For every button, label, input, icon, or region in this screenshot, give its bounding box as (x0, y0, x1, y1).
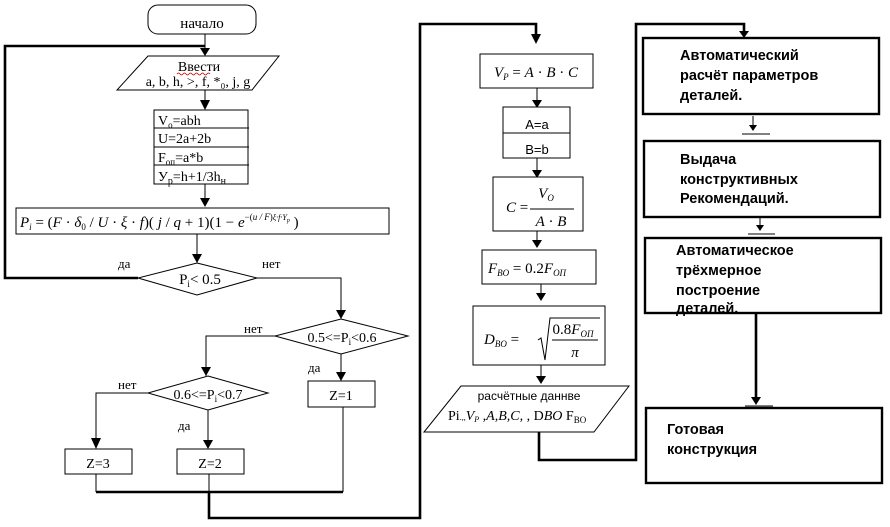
sqrt-sign-icon (537, 317, 600, 361)
connector (205, 335, 275, 376)
c-formula-lhs: C = (506, 200, 528, 216)
pi-formula: Pi = (F · δ0 / U · ξ · f)( j / q + 1)(1 … (19, 212, 299, 232)
decision-1-condition: Pi< 0.5 (179, 272, 221, 289)
stage-3-block: Автоматическое трёхмерное построение дет… (643, 236, 883, 317)
fbo-formula-block: FBO = 0.2FОП (481, 249, 597, 285)
input-params: a, b, h, >, f, *₀, j, g (146, 75, 251, 90)
stage-2-block: Выдача конструктивных Рекомендаций. (642, 139, 882, 219)
decision-2-condition: 0.5<=Pi<0.6 (308, 331, 377, 347)
arrow-head-icon (531, 34, 541, 44)
ab-block: A=a B=b (502, 106, 571, 159)
output-block: расчётные даннве Pi.,,VP ,A,B,C, , DBO F… (422, 385, 631, 433)
flow-to-column-3 (537, 22, 746, 462)
result-z1: Z=1 (307, 380, 376, 408)
stage-1-line-3: деталей. (680, 88, 742, 104)
decision-2: 0.5<=Pi<0.6 нет да (244, 318, 410, 375)
decision-1-no-label: нет (262, 256, 281, 271)
stage-1-line-2: расчёт параметров (680, 68, 818, 84)
volume-formula-block: VP = A · B · C (479, 53, 594, 89)
connector (257, 277, 342, 318)
arrow-head-icon (749, 125, 757, 131)
stage-3-line-2: трёхмерное (676, 263, 761, 279)
ab-a: A=a (525, 117, 549, 132)
c-formula-block: C = VO A · B (492, 176, 584, 232)
start-label: начало (180, 16, 223, 32)
fbo-formula: FBO = 0.2FОП (487, 261, 567, 278)
output-values: Pi.,,VP ,A,B,C, , DBO FBO (448, 409, 587, 425)
arrow-head-icon (532, 170, 542, 178)
svg-text:Z=1: Z=1 (329, 389, 352, 404)
arrow-head-icon (200, 48, 210, 56)
input-title: Ввести (178, 60, 221, 75)
arrow-head-icon (751, 397, 761, 405)
result-z2: Z=2 (176, 448, 245, 475)
decision-3-condition: 0.6<=Pi<0.7 (174, 388, 243, 404)
loop-back-line (3, 44, 205, 280)
start-terminator: начало (147, 4, 257, 35)
spellcheck-underline (176, 72, 211, 76)
dbo-formula-denominator: π (571, 345, 579, 361)
decision-3-yes-label: да (178, 418, 191, 433)
arrow-head-icon (756, 225, 764, 231)
arrow-head-icon (536, 293, 546, 301)
calc-fop: Fоп=a*b (158, 151, 203, 167)
initial-calcs-block: Vo=abh U=2a+2b Fоп=a*b Ур=h+1/3hн (153, 109, 249, 187)
decision-2-yes-label: да (308, 360, 321, 375)
stage-2-line-3: Рекомендаций. (680, 191, 789, 207)
stage-4-line-2: конструкция (667, 442, 757, 458)
output-title: расчётные даннве (478, 389, 581, 403)
result-z3: Z=3 (64, 448, 133, 475)
arrow-head-icon (336, 310, 346, 319)
input-block: Ввести a, b, h, >, f, *₀, j, g (115, 55, 281, 91)
pi-formula-block: Pi = (F · δ0 / U · ξ · f)( j / q + 1)(1 … (15, 207, 390, 235)
calc-yp: Ур=h+1/3hн (158, 170, 227, 187)
decision-1: Pi< 0.5 да нет (118, 256, 281, 296)
c-formula-denominator: A · B (535, 214, 567, 230)
arrow-head-icon (532, 100, 542, 108)
calc-vo: Vo=abh (158, 114, 201, 130)
arrow-head-icon (91, 438, 101, 449)
decision-3: 0.6<=Pi<0.7 нет да (118, 375, 270, 433)
stage-2-line-2: конструктивных (680, 172, 798, 188)
stage-4-block: Готовая конструкция (644, 406, 884, 485)
flow-to-column-2 (207, 22, 538, 520)
decision-1-yes-label: да (118, 256, 131, 271)
arrow-head-icon (192, 254, 202, 263)
arrow-head-icon (536, 376, 546, 384)
ab-b: B=b (525, 142, 549, 157)
stage-2-line-1: Выдача (680, 152, 737, 168)
stage-1-block: Автоматический расчёт параметров деталей… (641, 36, 881, 116)
arrow-head-icon (200, 198, 210, 207)
stage-3-line-1: Автоматическое (676, 243, 794, 259)
dbo-formula-lhs: DBO = (483, 332, 519, 349)
arrow-head-icon (200, 100, 210, 110)
decision-2-no-label: нет (244, 321, 263, 336)
stage-1-line-1: Автоматический (680, 48, 799, 64)
arrow-head-icon (739, 31, 749, 38)
stage-3-line-3: построение (676, 283, 760, 299)
arrow-head-icon (203, 440, 213, 449)
svg-text:Z=2: Z=2 (198, 457, 221, 472)
connector (95, 392, 148, 448)
svg-text:Z=3: Z=3 (86, 457, 109, 472)
arrow-head-icon (336, 372, 346, 381)
arrow-head-icon (201, 367, 211, 376)
calc-u: U=2a+2b (158, 132, 211, 147)
stage-4-line-1: Готовая (667, 422, 724, 438)
arrow-head-icon (532, 240, 542, 248)
stage-3-line-4: деталей. (676, 301, 738, 317)
volume-formula: VP = A · B · C (494, 65, 579, 82)
decision-3-no-label: нет (118, 377, 137, 392)
dbo-formula-block: DBO = 0.8FОП π (472, 305, 606, 366)
